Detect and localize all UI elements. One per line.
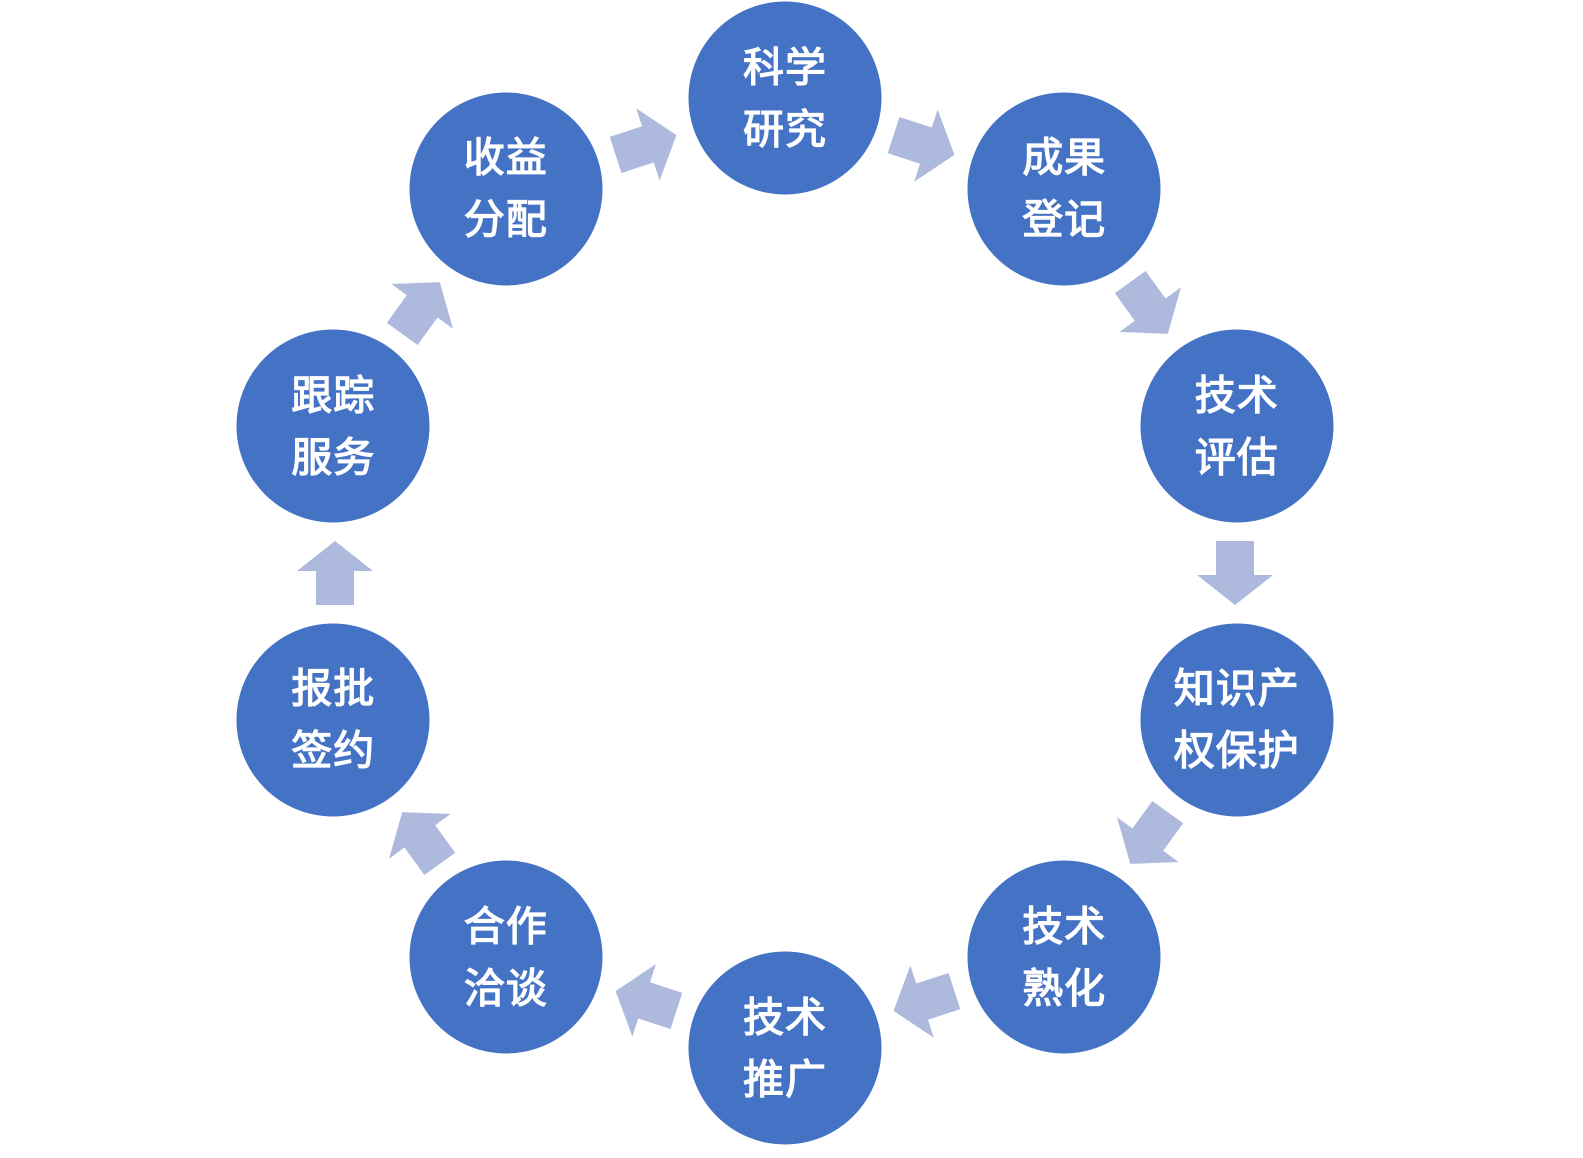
flow-arrow-icon-1 <box>887 109 955 182</box>
flow-arrow-icon-4 <box>1117 800 1184 864</box>
cycle-node-jishu-tuiguang: 技术 推广 <box>688 951 882 1145</box>
cycle-node-chengguo-dengji: 成果 登记 <box>967 92 1161 286</box>
node-label-line2: 服务 <box>291 434 376 481</box>
flow-arrow-icon-6 <box>615 964 683 1037</box>
node-label-line1: 科学 <box>743 44 827 90</box>
node-label-line1: 技术 <box>743 994 827 1040</box>
flow-arrow-icon-2 <box>1114 271 1181 335</box>
node-label-line1: 成果 <box>1022 134 1107 181</box>
cycle-node-jishu-pinggu: 技术 评估 <box>1140 329 1334 523</box>
cycle-node-kexue-yanjiu: 科学 研究 <box>688 1 882 195</box>
node-label-line2: 签约 <box>291 727 376 774</box>
flow-arrow-icon-10 <box>609 108 677 181</box>
flow-arrow-icon-3 <box>1197 541 1273 605</box>
flow-arrow-icon-9 <box>386 282 453 346</box>
node-label-line1: 技术 <box>1022 903 1107 950</box>
node-label-line1: 合作 <box>463 903 548 950</box>
node-label-line2: 研究 <box>743 106 827 152</box>
node-label-line1: 收益 <box>463 134 548 181</box>
node-label-line1: 跟踪 <box>291 372 376 419</box>
node-label-line2: 登记 <box>1022 196 1107 243</box>
node-label-line2: 洽谈 <box>463 965 548 1012</box>
node-label-line2: 分配 <box>463 196 548 243</box>
cycle-node-hezuo-qiatan: 合作 洽谈 <box>409 860 603 1054</box>
node-label-line1: 知识产 <box>1173 665 1300 712</box>
flow-arrow-icon-7 <box>389 811 456 875</box>
node-label-line2: 推广 <box>743 1056 827 1102</box>
cycle-node-baopi-qianyue: 报批 签约 <box>236 623 430 817</box>
cycle-node-zhishichanquan-baohu: 知识产 权保护 <box>1140 623 1334 817</box>
flow-arrow-icon-8 <box>297 541 373 605</box>
cycle-node-genzong-fuwu: 跟踪 服务 <box>236 329 430 523</box>
flow-arrow-icon-5 <box>893 965 961 1038</box>
node-label-line2: 熟化 <box>1022 965 1107 1012</box>
node-label-line2: 权保护 <box>1173 727 1300 774</box>
cycle-node-jishu-shuhua: 技术 熟化 <box>967 860 1161 1054</box>
node-label-line1: 报批 <box>291 665 376 712</box>
node-label-line2: 评估 <box>1194 434 1279 481</box>
node-label-line1: 技术 <box>1194 372 1279 419</box>
cycle-node-shouyi-fenpei: 收益 分配 <box>409 92 603 286</box>
